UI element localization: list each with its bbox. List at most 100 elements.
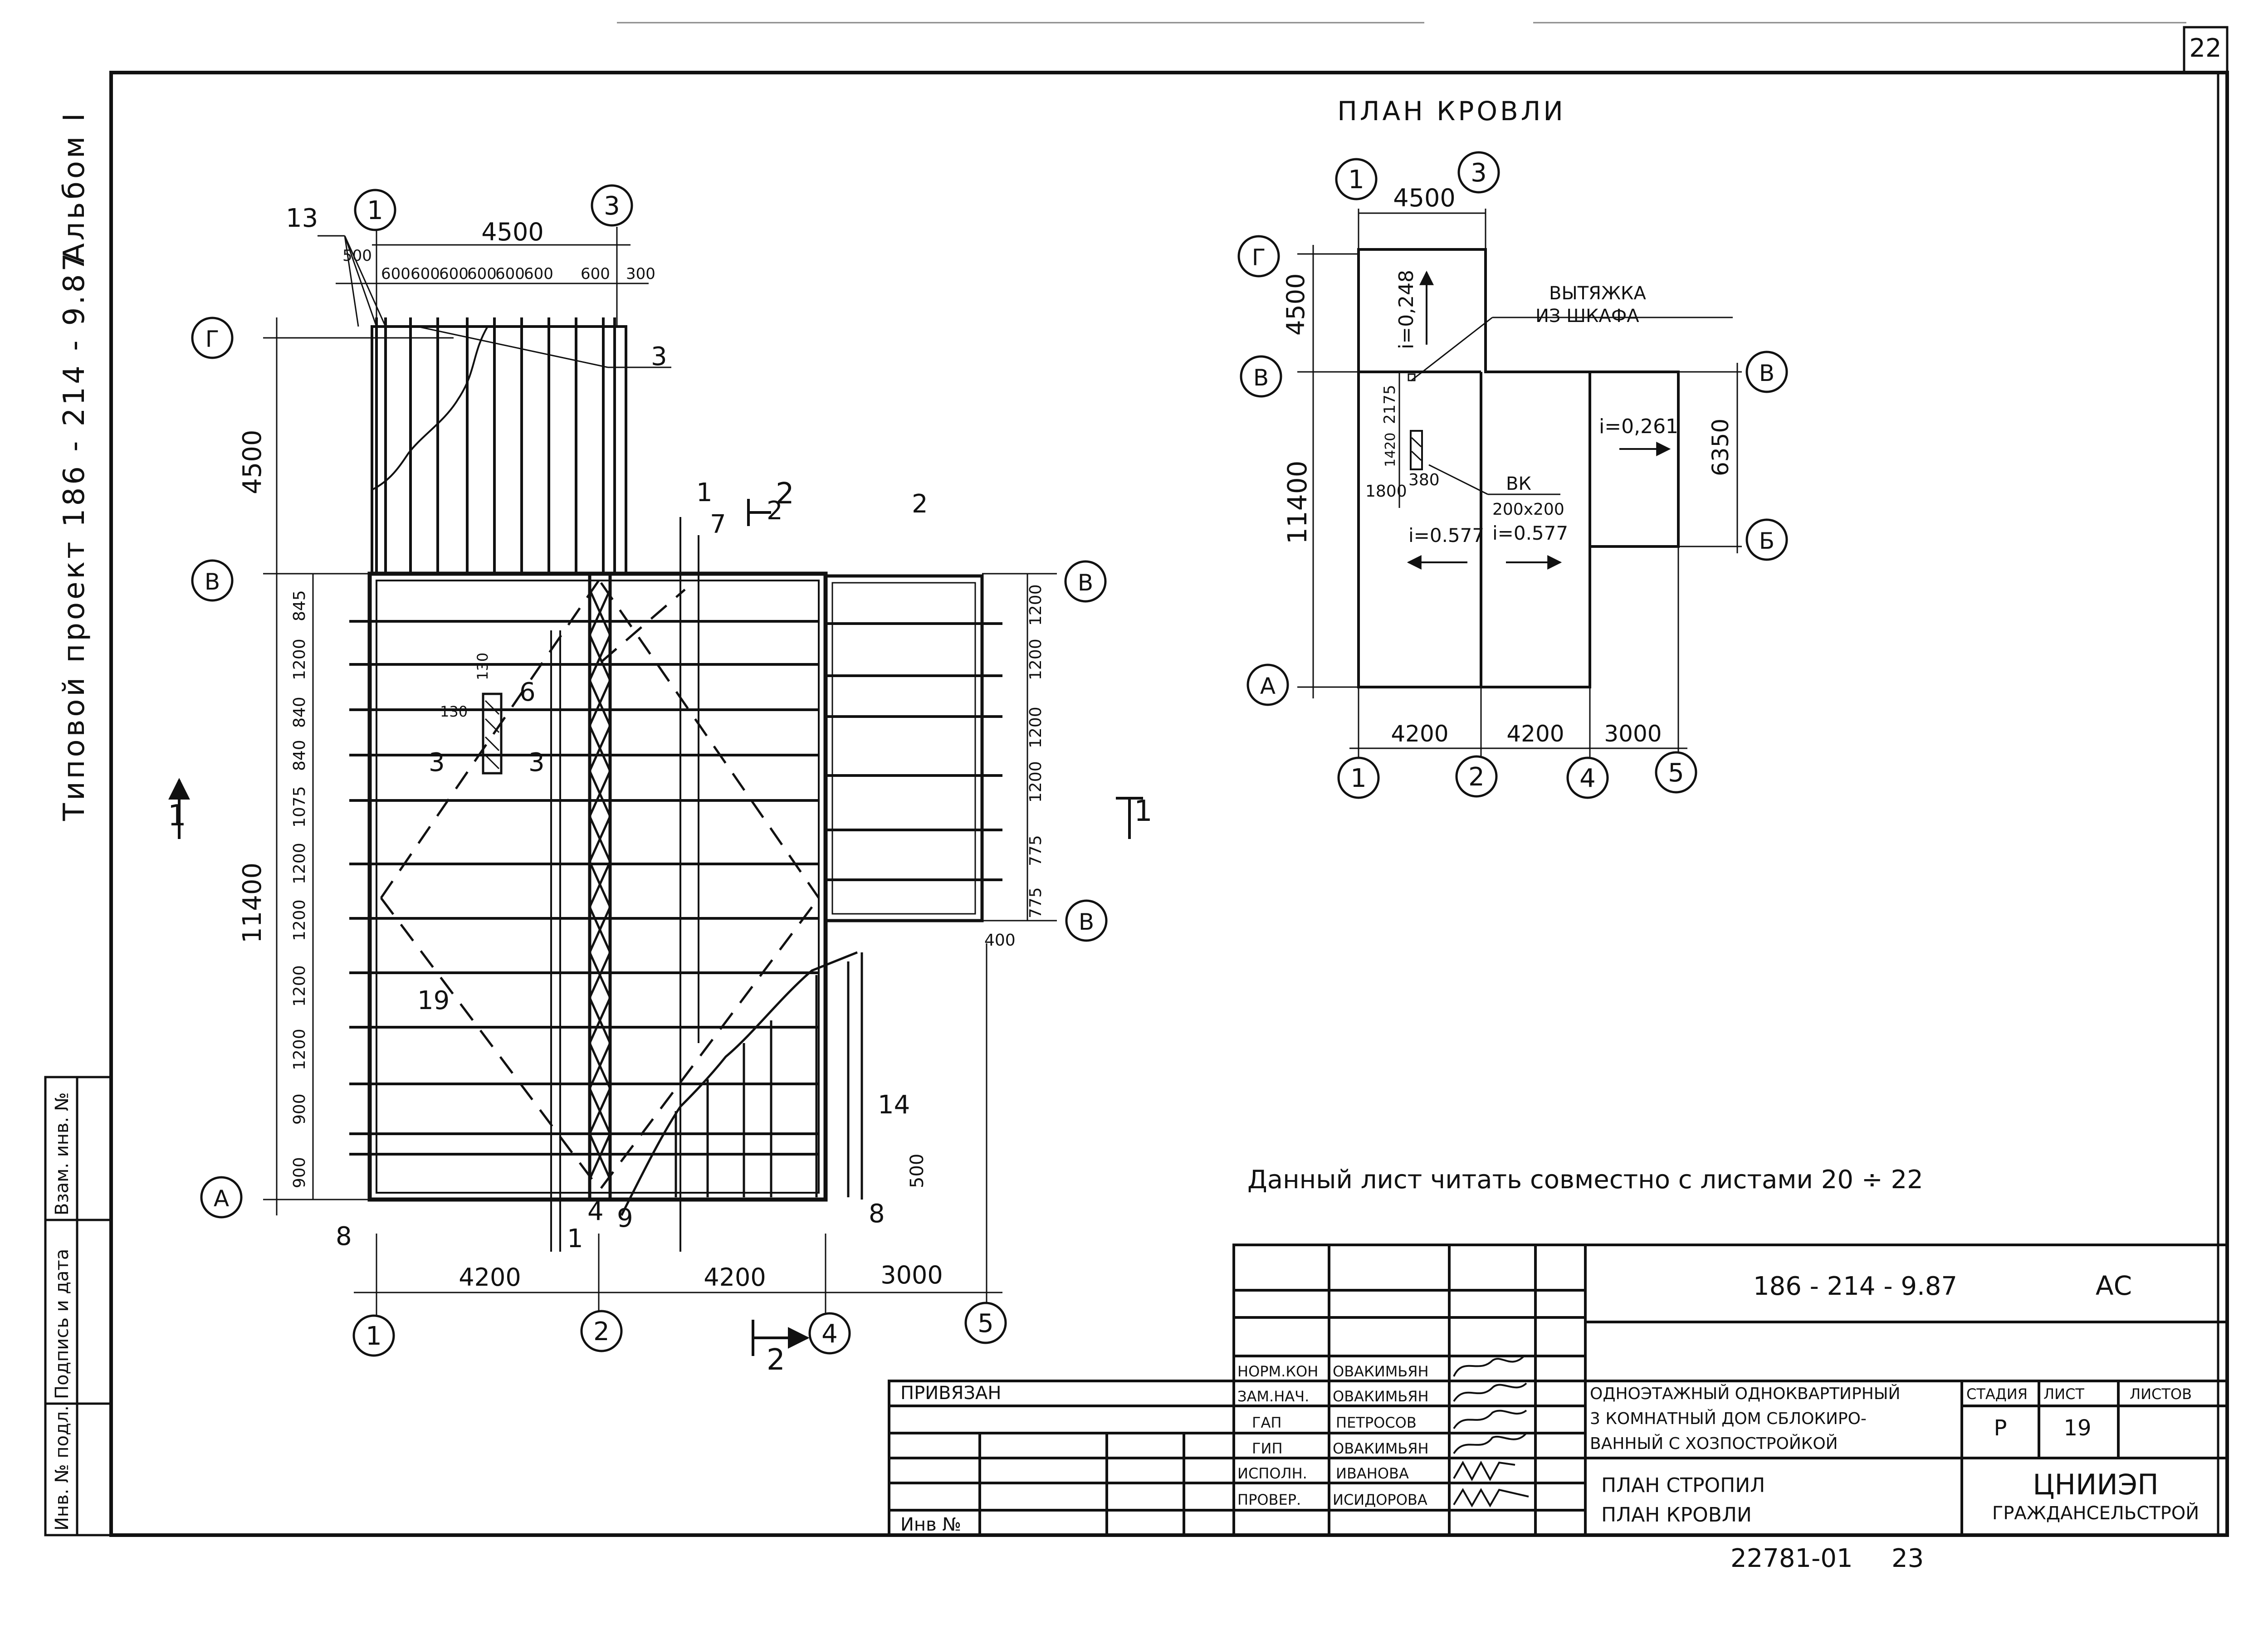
section-1-left: 1 (168, 799, 186, 833)
svg-text:ИСПОЛН.: ИСПОЛН. (1237, 1465, 1307, 1482)
svg-text:845: 845 (290, 590, 309, 621)
axis-bottom-4: 4 (821, 1319, 838, 1349)
roof-dim-right: 6350 (1707, 419, 1734, 476)
slope-3: i=0.577 (1408, 524, 1484, 546)
axis-top-1: 1 (367, 196, 383, 225)
roof-dim-left-top: 4500 (1281, 273, 1310, 336)
roof-axis-bubbles (1237, 151, 1788, 799)
dim-left-v-a: 11400 (238, 863, 267, 943)
dim-right-segments: 1200 1200 1200 1200 775 775 (1026, 584, 1045, 918)
section-1-right: 1 (1134, 795, 1153, 828)
roof-dim-left-main: 11400 (1282, 460, 1313, 544)
rafter-plan (263, 227, 1057, 1315)
dim-left-g-v: 4500 (238, 429, 267, 494)
title-mark: АС (2096, 1270, 2132, 1301)
main-rafters (349, 620, 819, 1156)
dim-right-400: 400 (984, 931, 1016, 950)
slope-4: i=0.577 (1492, 522, 1568, 544)
svg-text:1200: 1200 (290, 639, 309, 680)
axis-left-a: А (214, 1185, 229, 1212)
svg-text:1200: 1200 (1026, 761, 1045, 803)
roof-dim-bottom: 4200 4200 3000 (1391, 721, 1662, 747)
svg-text:4200: 4200 (704, 1263, 766, 1292)
sheets-label: ЛИСТОВ (2130, 1385, 2192, 1403)
roof-plan-title: ПЛАН КРОВЛИ (1337, 96, 1566, 127)
slope-2: i=0,261 (1599, 415, 1678, 438)
svg-text:14: 14 (878, 1090, 910, 1120)
stamp-replace-label: Взам. инв. № (52, 1092, 73, 1215)
roof-dim-top: 4500 (1393, 184, 1455, 212)
svg-text:2: 2 (767, 496, 783, 526)
roof-dim-1420: 1420 (1383, 433, 1398, 467)
svg-text:775: 775 (1026, 887, 1045, 918)
roof-plan (1297, 209, 1742, 766)
svg-text:8: 8 (336, 1222, 352, 1251)
svg-text:1200: 1200 (290, 899, 309, 941)
axis-bottom-2: 2 (593, 1317, 610, 1346)
svg-text:600: 600 (581, 265, 610, 283)
svg-text:4200: 4200 (459, 1263, 521, 1292)
svg-text:1200: 1200 (290, 843, 309, 884)
svg-text:ЗАМ.НАЧ.: ЗАМ.НАЧ. (1237, 1388, 1309, 1405)
svg-text:ВАННЫЙ С ХОЗПОСТРОЙКОЙ: ВАННЫЙ С ХОЗПОСТРОЙКОЙ (1590, 1434, 1838, 1453)
svg-text:3000: 3000 (880, 1261, 943, 1289)
exhaust-label-1: ВЫТЯЖКА (1549, 283, 1646, 304)
svg-text:900: 900 (290, 1093, 309, 1125)
dim-top-segments: 500 600 600 600 600 600 600 600 300 (342, 247, 655, 283)
svg-text:19: 19 (417, 986, 450, 1015)
upper-rafters (375, 317, 616, 574)
svg-text:600: 600 (467, 265, 497, 283)
svg-text:1: 1 (696, 478, 713, 507)
svg-text:4200: 4200 (1506, 721, 1564, 747)
svg-text:8: 8 (869, 1199, 885, 1229)
svg-text:3: 3 (651, 342, 667, 371)
svg-text:4200: 4200 (1391, 721, 1448, 747)
chimney-dim-1: 130 (474, 653, 491, 680)
side-caption: Типовой проект 186 - 214 - 9.87 Альбом I (58, 110, 91, 821)
svg-text:1200: 1200 (1026, 584, 1045, 626)
drawing-title-1: ПЛАН СТРОПИЛ (1601, 1474, 1765, 1497)
svg-text:1200: 1200 (290, 965, 309, 1007)
section-2-bottom: 2 (767, 1343, 785, 1377)
svg-text:840: 840 (290, 740, 309, 771)
svg-text:600: 600 (381, 265, 411, 283)
axis-bottom-5: 5 (978, 1309, 994, 1338)
project-caption: Типовой проект 186 - 214 - 9.87 (58, 250, 91, 821)
svg-text:7: 7 (710, 510, 726, 539)
svg-text:1075: 1075 (290, 786, 309, 828)
rafter-axis-bubbles (191, 184, 1108, 1357)
roof-dim-2175: 2175 (1381, 385, 1399, 424)
svg-text:1200: 1200 (1026, 707, 1045, 748)
bottom-page: 23 (1892, 1544, 1924, 1573)
privyazan-label: ПРИВЯЗАН (900, 1383, 1001, 1404)
album-caption: Альбом I (58, 110, 91, 263)
svg-text:ОВАКИМЬЯН: ОВАКИМЬЯН (1333, 1440, 1429, 1457)
svg-text:13: 13 (286, 204, 318, 233)
axis-left-v: В (205, 569, 220, 595)
position-marks: 13 3 1 7 2 2 6 3 3 19 14 8 8 4 1 9 (286, 204, 928, 1254)
svg-text:ПРОВЕР.: ПРОВЕР. (1237, 1491, 1301, 1508)
ridge-truss (588, 574, 612, 1200)
svg-text:ОВАКИМЬЯН: ОВАКИМЬЯН (1333, 1363, 1429, 1380)
title-block (888, 1244, 2229, 1536)
title-code: 186 - 214 - 9.87 (1753, 1272, 1957, 1301)
svg-text:900: 900 (290, 1157, 309, 1188)
side-stamp (44, 1076, 112, 1536)
svg-text:3: 3 (528, 748, 545, 777)
dim-top-total: 4500 (481, 218, 543, 246)
title-names: ОВАКИМЬЯН ОВАКИМЬЯН ПЕТРОСОВ ОВАКИМЬЯН И… (1333, 1363, 1429, 1508)
sheet-frame (109, 22, 2229, 1537)
svg-text:3 КОМНАТНЫЙ ДОМ СБЛОКИРО-: 3 КОМНАТНЫЙ ДОМ СБЛОКИРО- (1590, 1409, 1867, 1428)
drawing-title-2: ПЛАН КРОВЛИ (1601, 1503, 1752, 1527)
roof-axis-bottom-2: 2 (1468, 762, 1485, 792)
svg-text:ИСИДОРОВА: ИСИДОРОВА (1333, 1491, 1427, 1508)
axis-left-g: Г (205, 326, 220, 352)
roof-axis-top-3: 3 (1471, 158, 1487, 188)
roof-axis-left-a: А (1260, 673, 1276, 699)
slope-1: i=0,248 (1395, 270, 1418, 349)
svg-text:ОВАКИМЬЯН: ОВАКИМЬЯН (1333, 1388, 1429, 1405)
roof-axis-bottom-4: 4 (1579, 764, 1596, 793)
org-name: ЦНИИЭП (2033, 1468, 2158, 1501)
